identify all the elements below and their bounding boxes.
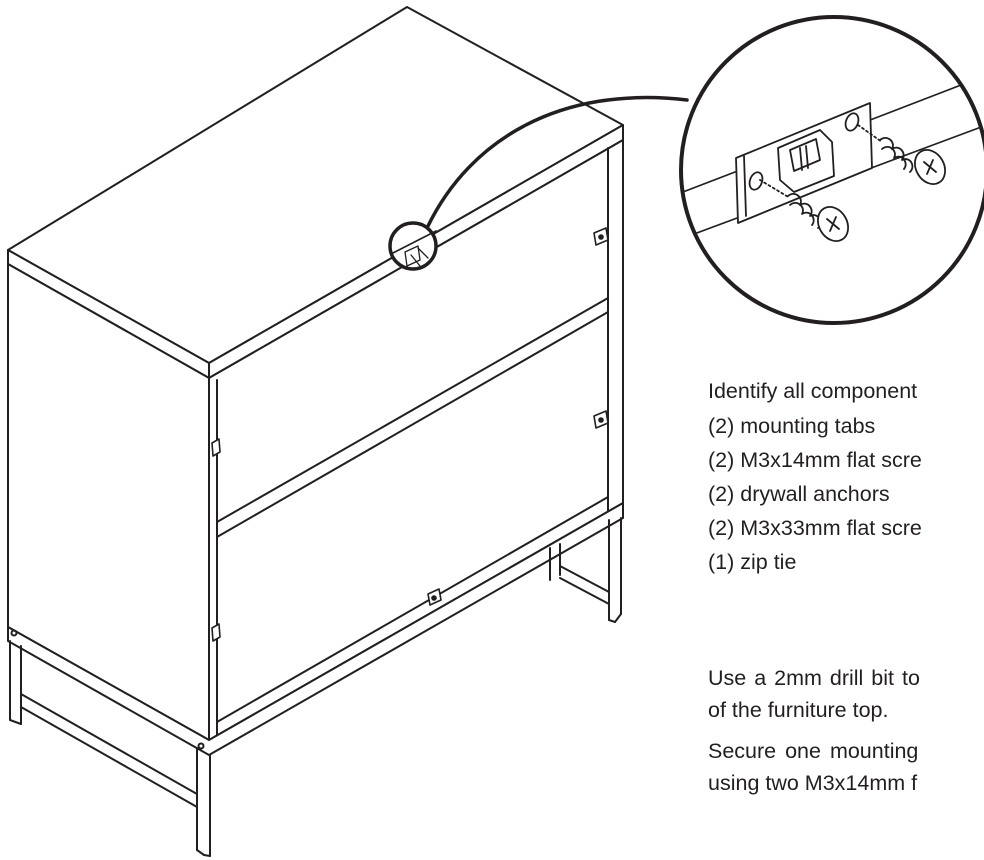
component-item: (2) M3x33mm flat scre [708, 516, 922, 540]
panel-clips [211, 227, 609, 642]
detail-marker-circle [388, 221, 438, 271]
clip-icon [593, 227, 609, 246]
clip-icon [211, 623, 221, 642]
leg-frame [7, 502, 624, 857]
secure-step-line-2: using two M3x14mm f [708, 771, 918, 795]
component-item: (2) mounting tabs [708, 414, 876, 438]
drill-step-line-2: of the furniture top. [708, 698, 889, 722]
phillips-screw-icon [759, 179, 849, 242]
callout-connector [426, 95, 689, 228]
phillips-screw-icon [857, 124, 946, 185]
component-item: (1) zip tie [708, 550, 797, 574]
clip-icon [211, 438, 221, 457]
instructions-intro: Identify all component [708, 379, 918, 403]
mounting-tab-icon [735, 102, 873, 224]
component-item: (2) M3x14mm flat scre [708, 448, 922, 472]
clip-icon [593, 410, 609, 429]
drill-step-line-1: Use a 2mm drill bit to [708, 666, 920, 690]
secure-step-line-1: Secure one mounting [708, 739, 919, 763]
component-item: (2) drywall anchors [708, 482, 890, 506]
callout-detail [681, 69, 984, 244]
clip-icon [427, 588, 442, 606]
